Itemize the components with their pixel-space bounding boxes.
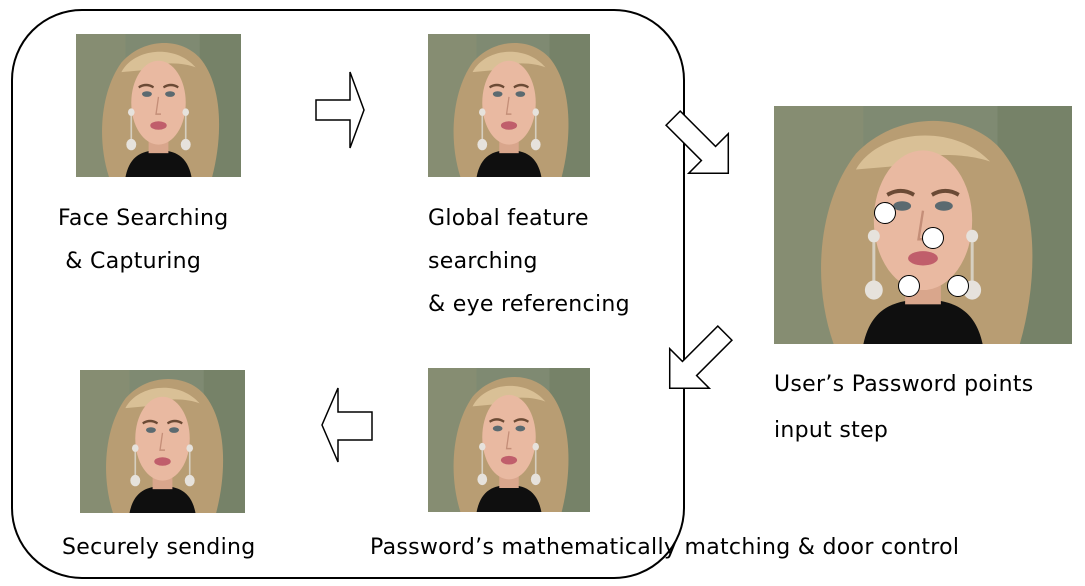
password-point [874,202,896,224]
password-point [898,275,920,297]
step-label-sending: Securely sending [62,535,256,560]
face-image-global [428,34,590,177]
password-point [922,227,944,249]
face-image-sending [80,370,245,513]
step-label-global-line2: searching [428,249,538,274]
right-arrow-icon [315,71,365,149]
step-label-global-line3: & eye referencing [428,292,630,317]
step-label-capture-line1: Face Searching [58,206,229,231]
password-point [947,275,969,297]
step-label-password-input-line1: User’s Password points [774,372,1034,397]
step-label-global-line1: Global feature [428,206,589,231]
left-arrow-icon [321,387,373,463]
process-boundary [11,9,685,579]
face-image-capture [76,34,241,177]
face-image-password-input [774,106,1072,344]
face-image-matching [428,368,590,512]
down-right-arrow-icon [664,109,730,175]
step-label-matching: Password’s mathematically matching & doo… [370,535,960,560]
down-left-arrow-icon [668,324,734,390]
step-label-capture-line2: & Capturing [58,249,202,274]
step-label-password-input-line2: input step [774,418,889,443]
